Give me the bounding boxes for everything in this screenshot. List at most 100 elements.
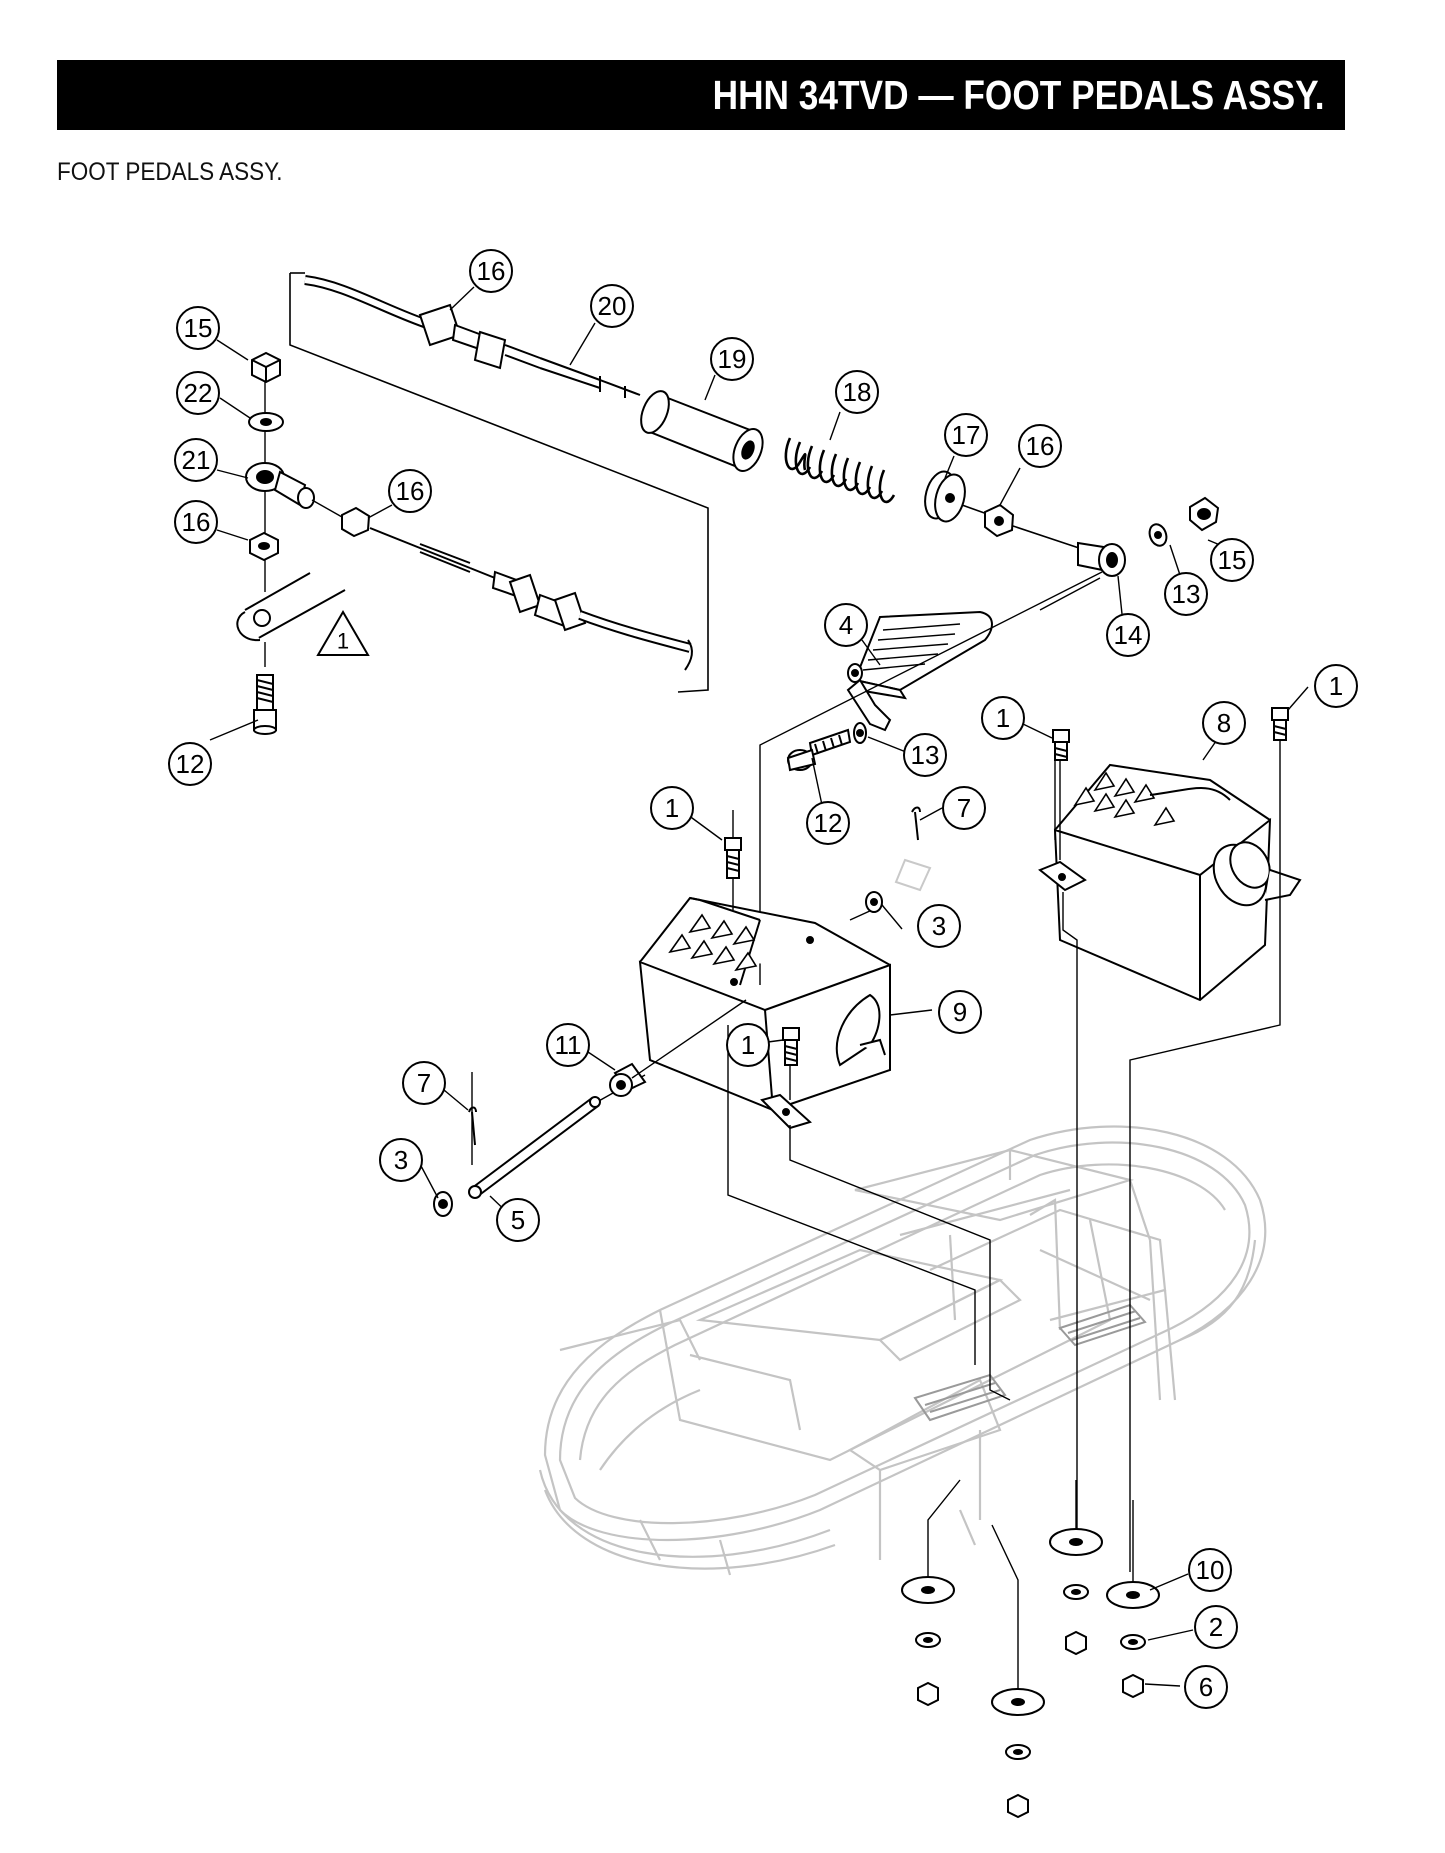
callout-1-c: 1 [650,786,694,830]
svg-text:10: 10 [1196,1555,1225,1585]
callout-12-a: 12 [168,742,212,786]
callout-7-b: 7 [402,1061,446,1105]
svg-text:16: 16 [182,507,211,537]
compression-spring [784,437,896,504]
callout-9: 9 [938,990,982,1034]
svg-text:12: 12 [176,749,205,779]
callout-7-a: 7 [942,786,986,830]
svg-text:9: 9 [953,997,967,1027]
callout-1-b: 1 [1314,664,1358,708]
pivot-shaft-ghost [894,858,932,892]
callout-4: 4 [824,603,868,647]
svg-text:21: 21 [182,445,211,475]
frame-grating [913,1303,1147,1422]
washer-right [1148,523,1168,547]
hex-nut-right [984,503,1015,538]
svg-text:16: 16 [396,476,425,506]
section-subtitle: FOOT PEDALS ASSY. [57,158,283,186]
header-bar: HHN 34TVD — FOOT PEDALS ASSY. [57,60,1345,130]
pedal-fasteners [786,722,867,772]
cable-subassembly-outline [289,272,709,693]
callout-17: 17 [944,413,988,457]
callout-16-c: 16 [174,500,218,544]
callout-22: 22 [176,371,220,415]
svg-text:1: 1 [741,1030,755,1060]
cap-screw-left [253,674,277,735]
callout-11: 11 [546,1023,590,1067]
warning-triangle-label: 1 [337,629,349,654]
pedal-rod-line [961,504,1086,551]
callout-1-d: 1 [726,1023,770,1067]
callout-18: 18 [835,370,879,414]
svg-text:14: 14 [1114,620,1143,650]
callout-21: 21 [174,438,218,482]
callout-20: 20 [590,284,634,328]
left-hardware-stack [245,351,371,562]
callout-3-b: 3 [379,1138,423,1182]
callout-13-b: 13 [903,733,947,777]
pedal-housing-right-hidden-lines [1054,740,1281,1572]
svg-text:2: 2 [1209,1612,1223,1642]
bottom-hardware [901,1528,1160,1819]
control-cable-lower [369,527,693,671]
svg-text:1: 1 [665,793,679,823]
pedal-pivot-line [759,571,1103,985]
svg-text:18: 18 [843,377,872,407]
callout-3-a: 3 [917,904,961,948]
svg-text:16: 16 [1026,431,1055,461]
callout-19: 19 [710,337,754,381]
callout-16-d: 16 [388,469,432,513]
cotter-pin-upper [911,806,921,841]
callout-8: 8 [1202,701,1246,745]
left-center-line [264,382,343,667]
hex-bolts [724,707,1289,1066]
callout-13-a: 13 [1164,572,1208,616]
svg-text:13: 13 [911,740,940,770]
svg-text:15: 15 [184,313,213,343]
callout-10: 10 [1188,1548,1232,1592]
flat-washer-3-upper [865,891,883,913]
pedal-housing-left-hidden-lines [471,810,1011,1401]
svg-text:5: 5 [511,1205,525,1235]
svg-text:7: 7 [417,1068,431,1098]
rubber-bushing [924,470,966,523]
callout-2: 2 [1194,1605,1238,1649]
leader-lines [209,286,1309,1687]
pedal-housing-left [638,896,891,1130]
throttle-lever-arm [236,572,346,642]
svg-text:11: 11 [555,1030,582,1060]
svg-text:15: 15 [1218,545,1247,575]
svg-text:12: 12 [814,808,843,838]
page-title: HHN 34TVD — FOOT PEDALS ASSY. [713,71,1325,118]
svg-text:17: 17 [952,420,981,450]
svg-text:8: 8 [1217,708,1231,738]
svg-text:4: 4 [839,610,853,640]
svg-text:3: 3 [932,911,946,941]
control-cable-upper [304,275,641,398]
bottom-hardware-lines [927,1479,1134,1689]
pedal-housing-right [1038,763,1302,1002]
svg-text:7: 7 [957,793,971,823]
lock-nut-right [1189,496,1220,532]
machine-frame [538,1125,1267,1576]
warning-triangle-icon: 1 [316,610,370,656]
callout-12-b: 12 [806,801,850,845]
svg-text:1: 1 [996,703,1010,733]
pivot-shaft-assembly [433,1062,647,1217]
svg-text:22: 22 [184,378,213,408]
svg-text:20: 20 [598,291,627,321]
callout-15-a: 15 [176,306,220,350]
svg-text:6: 6 [1199,1672,1213,1702]
foot-pedal-throttle [846,610,993,732]
callout-15-b: 15 [1210,538,1254,582]
callout-16-a: 16 [469,249,513,293]
callout-14: 14 [1106,613,1150,657]
svg-text:1: 1 [1329,671,1343,701]
svg-text:19: 19 [718,344,747,374]
svg-text:13: 13 [1172,579,1201,609]
shaft-axis-line [631,999,747,1079]
rod-end-joint [1077,541,1126,577]
callout-6: 6 [1184,1665,1228,1709]
callout-1-a: 1 [981,696,1025,740]
